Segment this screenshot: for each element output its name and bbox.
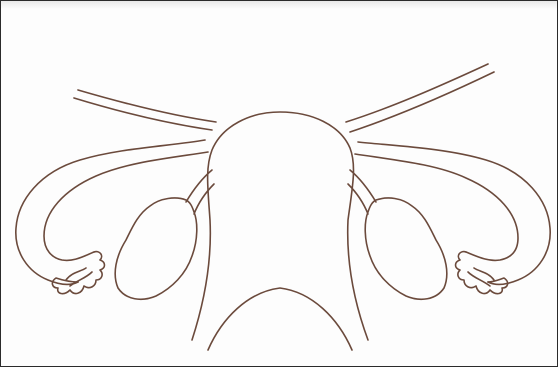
right-tube-lower [355,154,518,260]
left-tube-lower [44,152,208,260]
right-ovary [365,198,447,299]
right-round-ligament-upper [350,72,494,132]
left-ovarian-ligament-lower [194,184,214,214]
left-round-ligament-upper [74,98,212,130]
left-tube-upper [16,140,205,284]
cervix-arch [208,288,352,350]
right-round-ligament-lower [346,64,488,122]
left-ovary [115,198,197,299]
uterus-body-outline [192,112,368,340]
right-tube-upper [358,142,550,284]
left-fimbriae-detail [66,268,92,286]
